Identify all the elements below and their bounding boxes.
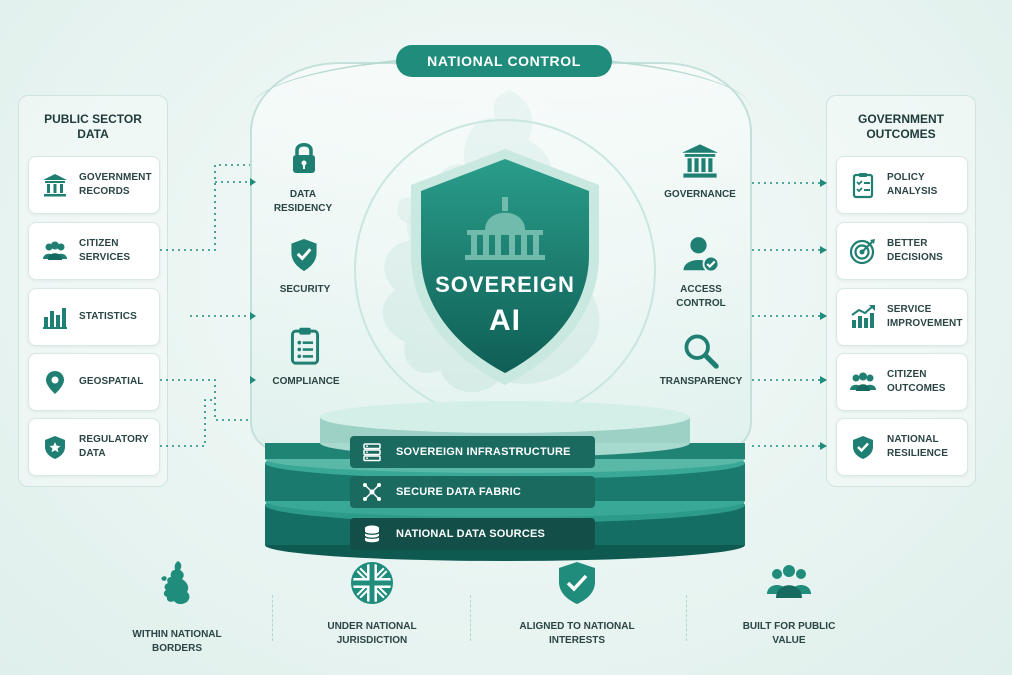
- government-building-icon: [682, 144, 718, 178]
- divider: [470, 595, 471, 641]
- server-icon: [363, 443, 381, 462]
- user-check-icon: [683, 237, 720, 273]
- card-label: CITIZEN OUTCOMES: [887, 369, 946, 394]
- lock-icon: [293, 143, 315, 173]
- card-label: GEOSPATIAL: [79, 376, 144, 387]
- sovereign-ai-shield: [411, 149, 599, 385]
- card-label: STATISTICS: [79, 311, 137, 322]
- people-icon: [43, 241, 67, 260]
- feature-data-residency: DATA RESIDENCY: [273, 189, 333, 214]
- union-flag-icon: [351, 562, 393, 604]
- feature-transparency: TRANSPARENCY: [659, 376, 743, 387]
- group-icon: [767, 565, 811, 598]
- card-service-improvement: SERVICE IMPROVEMENT: [836, 288, 968, 346]
- card-better-decisions: BETTER DECISIONS: [836, 222, 968, 280]
- target-icon: [849, 239, 875, 265]
- card-label: GOVERNMENT RECORDS: [79, 172, 152, 197]
- core-title-line2: AI: [489, 304, 521, 337]
- uk-map-icon: [161, 561, 190, 605]
- benefit-built-for-public-value: BUILT FOR PUBLIC VALUE: [699, 560, 879, 648]
- benefit-aligned-to-national-interests: ALIGNED TO NATIONAL INTERESTS: [487, 560, 667, 648]
- layer-label-text: NATIONAL DATA SOURCES: [396, 528, 546, 540]
- feature-compliance: COMPLIANCE: [272, 376, 340, 387]
- card-policy-analysis: POLICY ANALYSIS: [836, 156, 968, 214]
- benefit-label: UNDER NATIONAL JURISDICTION: [327, 621, 417, 646]
- panel-title-public-sector-data: PUBLIC SECTOR DATA: [44, 112, 142, 141]
- clipboard-icon: [290, 327, 320, 365]
- shield-check-icon: [559, 562, 595, 604]
- card-label: POLICY ANALYSIS: [887, 172, 938, 197]
- card-label: SERVICE IMPROVEMENT: [887, 304, 963, 329]
- panel-title-government-outcomes: GOVERNMENT OUTCOMES: [857, 112, 944, 141]
- clipboard-checklist-icon: [852, 173, 874, 199]
- layer-sovereign-infrastructure: SOVEREIGN INFRASTRUCTURE: [350, 436, 595, 468]
- shield-check-icon: [291, 239, 317, 271]
- card-citizen-services: CITIZEN SERVICES: [28, 222, 160, 280]
- card-geospatial: GEOSPATIAL: [28, 353, 160, 411]
- map-pin-icon: [46, 371, 64, 394]
- card-label: BETTER DECISIONS: [887, 238, 943, 263]
- growth-chart-icon: [851, 305, 875, 328]
- layer-label-text: SOVEREIGN INFRASTRUCTURE: [396, 446, 571, 458]
- layer-secure-data-fabric: SECURE DATA FABRIC: [350, 476, 595, 508]
- card-statistics: STATISTICS: [28, 288, 160, 346]
- card-government-records: GOVERNMENT RECORDS: [28, 156, 160, 214]
- shield-check-icon: [853, 436, 873, 459]
- card-label: NATIONAL RESILIENCE: [887, 434, 949, 459]
- benefit-within-national-borders: WITHIN NATIONAL BORDERS: [87, 560, 267, 656]
- feature-access-control: ACCESS CONTROL: [676, 284, 726, 309]
- card-regulatory-data: REGULATORY DATA: [28, 418, 160, 476]
- benefit-label: WITHIN NATIONAL BORDERS: [132, 629, 222, 654]
- shield-star-icon: [45, 436, 65, 459]
- layer-national-data-sources: NATIONAL DATA SOURCES: [350, 518, 595, 550]
- card-national-resilience: NATIONAL RESILIENCE: [836, 418, 968, 476]
- card-label: CITIZEN SERVICES: [79, 238, 131, 263]
- divider: [686, 595, 687, 641]
- layer-label-text: SECURE DATA FABRIC: [396, 486, 522, 498]
- national-control-banner: NATIONAL CONTROL: [396, 45, 612, 77]
- divider: [272, 595, 273, 641]
- people-icon: [850, 372, 876, 391]
- bar-chart-icon: [43, 308, 67, 329]
- benefit-label: ALIGNED TO NATIONAL INTERESTS: [519, 621, 635, 646]
- benefit-label: BUILT FOR PUBLIC VALUE: [742, 621, 836, 646]
- benefit-under-national-jurisdiction: UNDER NATIONAL JURISDICTION: [282, 560, 462, 648]
- government-building-icon: [43, 174, 67, 197]
- network-icon: [363, 483, 381, 501]
- magnifier-icon: [684, 334, 719, 369]
- core-title-line1: SOVEREIGN: [435, 272, 575, 297]
- card-citizen-outcomes: CITIZEN OUTCOMES: [836, 353, 968, 411]
- database-icon: [364, 525, 380, 543]
- card-label: REGULATORY DATA: [79, 434, 149, 459]
- feature-governance: GOVERNANCE: [664, 189, 736, 200]
- feature-security: SECURITY: [279, 284, 331, 295]
